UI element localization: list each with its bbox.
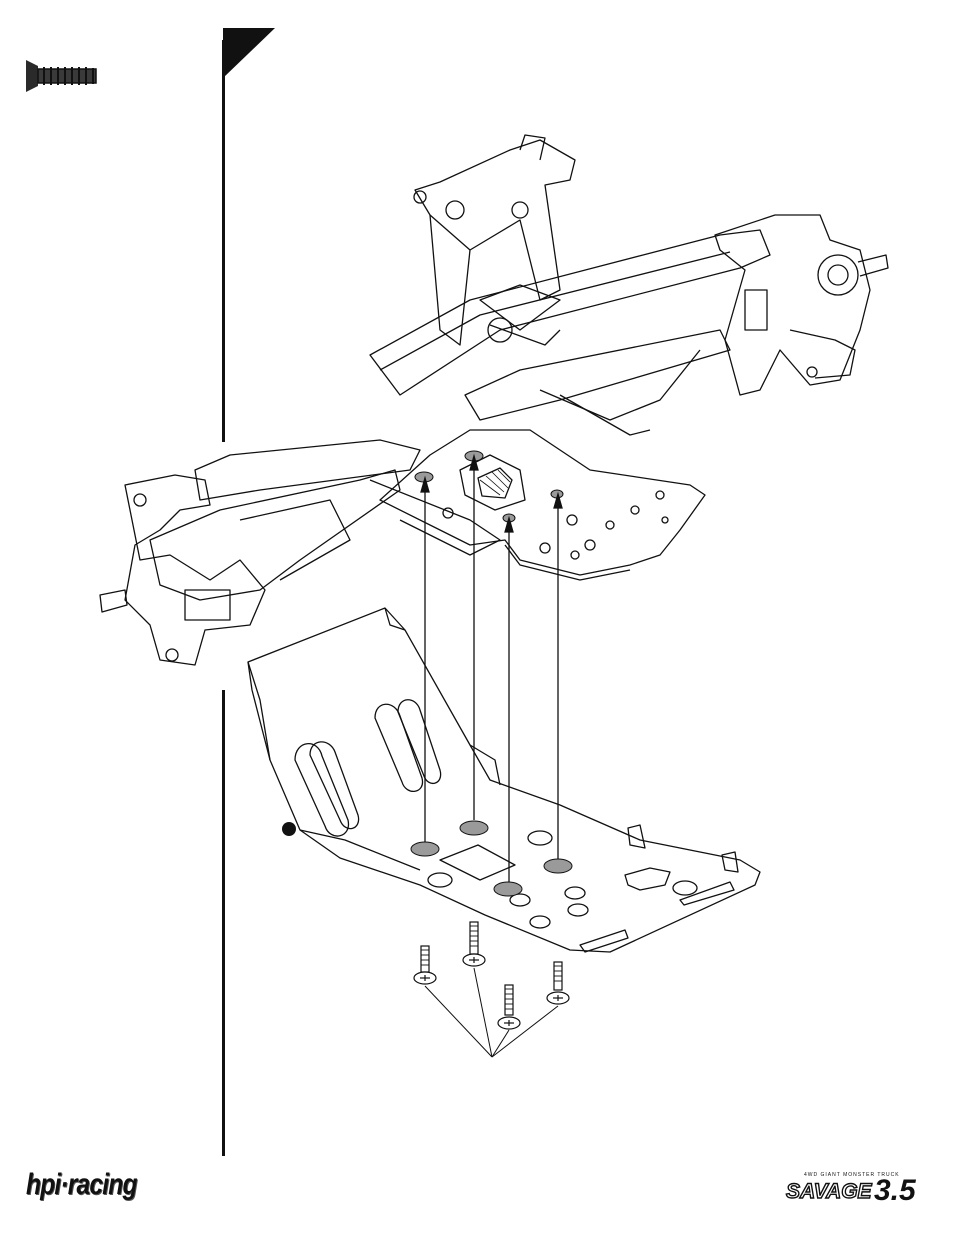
- bullet-marker: [282, 822, 296, 836]
- savage-product-logo: 4WD GIANT MONSTER TRUCK SAVAGE 3.5: [782, 1172, 926, 1208]
- skid-hole: [544, 859, 572, 873]
- skid-hole: [460, 821, 488, 835]
- right-hub-carrier: [715, 215, 888, 395]
- rear-upper-arm: [414, 135, 575, 345]
- lower-suspension-arm: [465, 330, 730, 435]
- differential-gear: [460, 455, 525, 510]
- chassis-plate: [380, 430, 705, 580]
- skid-plate: [248, 608, 760, 952]
- skid-hole: [494, 882, 522, 896]
- screw-set: [414, 922, 569, 1029]
- main-suspension-arm: [370, 230, 770, 395]
- skid-hole: [411, 842, 439, 856]
- left-hub-carrier: [100, 475, 265, 665]
- screw-leader-lines: [425, 968, 558, 1057]
- hpi-racing-logo: hpi·racing: [26, 1168, 137, 1202]
- product-name: SAVAGE: [786, 1180, 872, 1204]
- product-version: 3.5: [874, 1174, 916, 1208]
